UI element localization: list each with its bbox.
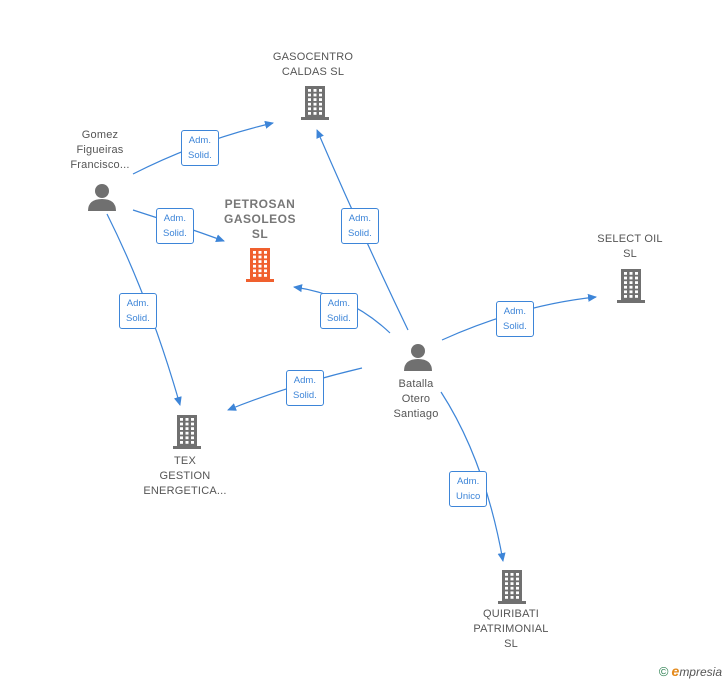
node-label-petrosan[interactable]: PETROSAN GASOLEOS SL xyxy=(223,197,296,241)
empresia-logo-e: e xyxy=(671,663,680,679)
edge-label-batalla-quiribati[interactable]: Adm. Unico xyxy=(449,471,488,507)
edge-label-batalla-petrosan[interactable]: Adm. Solid. xyxy=(320,293,358,329)
edge-label-batalla-gasocentro[interactable]: Adm. Solid. xyxy=(341,208,379,244)
edge-label-batalla-tex[interactable]: Adm. Solid. xyxy=(286,370,324,406)
edge-label-gomez-tex[interactable]: Adm. Solid. xyxy=(119,293,157,329)
node-label-gasocentro[interactable]: GASOCENTRO CALDAS SL xyxy=(272,51,354,78)
building-icon-gasocentro[interactable] xyxy=(301,86,329,120)
node-label-quiribati[interactable]: QUIRIBATI PATRIMONIAL SL xyxy=(473,608,549,650)
edge-label-gomez-gasocentro[interactable]: Adm. Solid. xyxy=(181,130,219,166)
icons-layer xyxy=(88,86,645,604)
building-icon-petrosan[interactable] xyxy=(246,248,274,282)
node-label-select-oil[interactable]: SELECT OIL SL xyxy=(597,233,663,260)
node-label-gomez[interactable]: Gomez Figueiras Francisco... xyxy=(70,129,130,171)
building-icon-quiribati[interactable] xyxy=(498,570,526,604)
edge-label-gomez-petrosan[interactable]: Adm. Solid. xyxy=(156,208,194,244)
edge-batalla-quiribati xyxy=(440,391,506,562)
building-icon-select_oil[interactable] xyxy=(617,269,645,303)
person-icon-gomez[interactable] xyxy=(88,184,116,211)
edge-label-batalla-select-oil[interactable]: Adm. Solid. xyxy=(496,301,534,337)
copyright-symbol: © xyxy=(658,664,669,679)
empresia-watermark: ©empresia xyxy=(659,663,722,679)
empresia-logo-text: mpresia xyxy=(679,665,722,679)
person-icon-batalla[interactable] xyxy=(404,344,432,371)
building-icon-tex[interactable] xyxy=(173,415,201,449)
node-label-tex[interactable]: TEX GESTION ENERGETICA... xyxy=(143,455,227,497)
node-label-batalla[interactable]: Batalla Otero Santiago xyxy=(393,378,439,420)
